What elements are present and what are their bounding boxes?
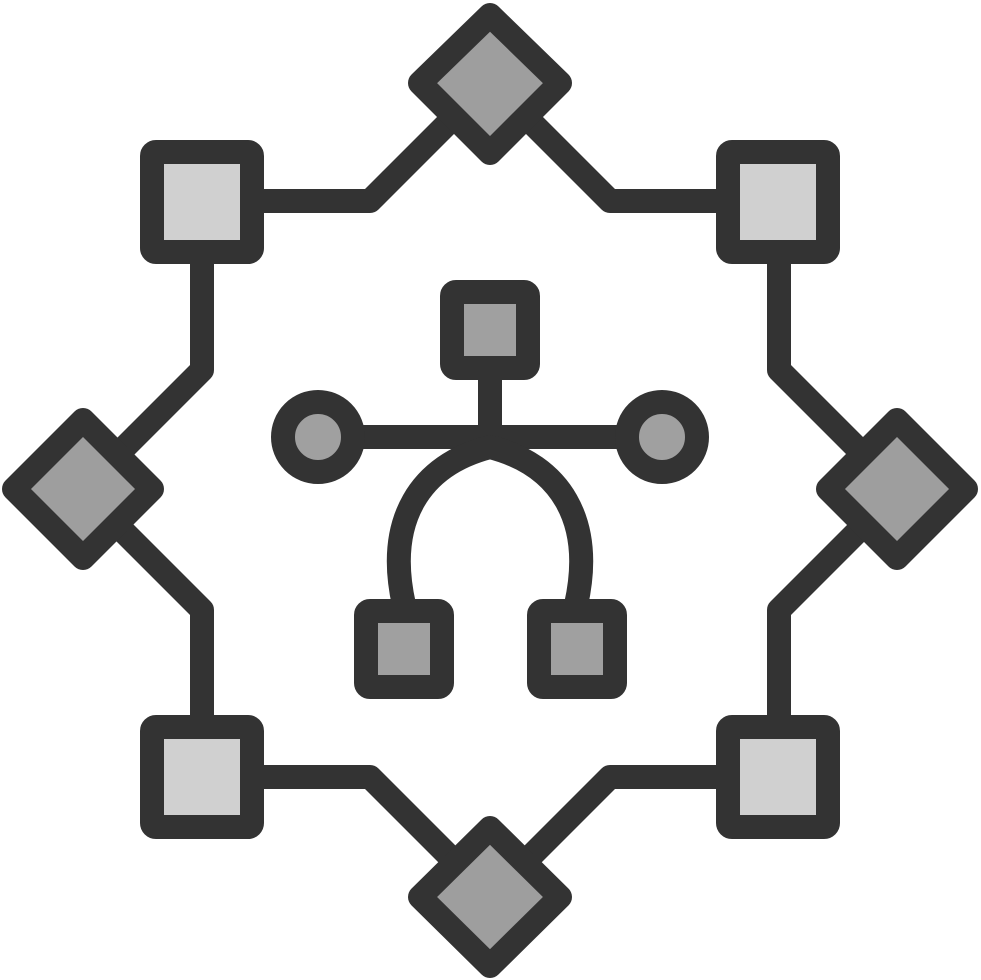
ring-segment-bottom-right: [518, 765, 752, 869]
node-square-top-right: [716, 140, 840, 264]
ring-segment-bottom-left: [228, 765, 462, 869]
hierarchy-bottom-right-node: [527, 599, 627, 699]
node-diamond-top: [408, 3, 572, 165]
hierarchy-top-node: [440, 280, 540, 380]
ring-segment-right-upper: [767, 228, 871, 462]
diamond-nodes: [2, 3, 978, 978]
hierarchy-right-circle: [615, 390, 709, 484]
corner-nodes: [140, 140, 840, 839]
network-ring: [110, 109, 871, 869]
node-diamond-bottom: [408, 816, 572, 978]
node-square-bottom-left: [140, 715, 264, 839]
node-square-bottom-right: [716, 715, 840, 839]
hierarchy-arch: [386, 435, 594, 617]
ring-segment-top-left: [228, 109, 462, 213]
node-diamond-right: [816, 408, 978, 570]
hierarchy-left-circle: [271, 390, 365, 484]
hierarchy-bottom-left-node: [354, 599, 454, 699]
ring-segment-left-lower: [110, 518, 214, 752]
central-hierarchy: [271, 280, 709, 699]
ring-segment-left-upper: [110, 228, 214, 462]
ring-segment-right-lower: [767, 518, 871, 752]
ring-segment-top-right: [518, 109, 752, 213]
node-diamond-left: [2, 408, 164, 570]
node-square-top-left: [140, 140, 264, 264]
